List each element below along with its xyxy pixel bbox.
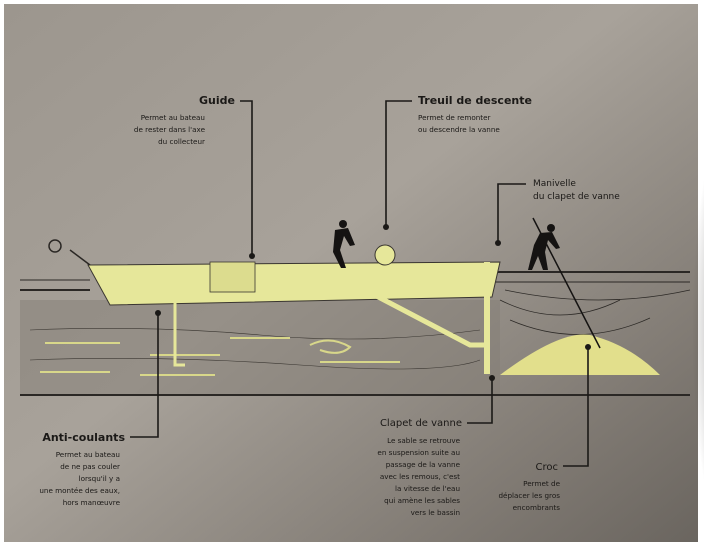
clapet-title: Clapet de vanne xyxy=(380,418,462,429)
label-clapet: Clapet de vanne Le sable se retrouve en … xyxy=(377,418,462,517)
water-flow-arrows xyxy=(40,337,400,376)
guide-desc-1: Permet au bateau xyxy=(141,113,205,122)
anti-coulants-desc-2: de ne pas couler xyxy=(60,462,120,471)
clapet-desc-6: qui amène les sables xyxy=(384,496,460,505)
anti-coulants-desc-1: Permet au bateau xyxy=(56,450,120,459)
croc-leader xyxy=(563,347,589,467)
clapet-desc-5: la vitesse de l'eau xyxy=(395,484,460,493)
riverbed xyxy=(20,271,691,396)
clapet-desc-1: Le sable se retrouve xyxy=(387,436,460,445)
croc-desc-1: Permet de xyxy=(523,479,560,488)
label-croc: Croc Permet de déplacer les gros encombr… xyxy=(498,462,560,512)
treuil-desc-2: ou descendre la vanne xyxy=(418,125,500,134)
treuil-desc-1: Permet de remonter xyxy=(418,113,491,122)
label-anti-coulants: Anti-coulants Permet au bateau de ne pas… xyxy=(39,431,125,507)
label-guide: Guide Permet au bateau de rester dans l'… xyxy=(134,94,235,146)
boat xyxy=(48,239,501,374)
guide-leader xyxy=(240,100,253,256)
anti-coulants-leader xyxy=(130,313,159,438)
label-treuil: Treuil de descente Permet de remonter ou… xyxy=(418,94,532,134)
manivelle-line-2: du clapet de vanne xyxy=(533,192,620,202)
label-manivelle: Manivelle du clapet de vanne xyxy=(533,179,620,202)
anti-coulants-title: Anti-coulants xyxy=(42,431,125,444)
treuil-leader xyxy=(385,100,412,227)
clapet-desc-3: passage de la vanne xyxy=(386,460,461,469)
manivelle-leader xyxy=(497,183,526,243)
manivelle-dot xyxy=(495,240,501,246)
clapet-desc-7: vers le bassin xyxy=(411,508,460,517)
guide-dot xyxy=(249,253,255,259)
croc-desc-2: déplacer les gros xyxy=(498,491,560,500)
shadow xyxy=(644,100,704,548)
anti-coulants-desc-5: hors manœuvre xyxy=(63,498,121,507)
anti-coulants-desc-3: lorsqu'il y a xyxy=(79,474,120,483)
worker-figures xyxy=(333,217,601,349)
clapet-leader xyxy=(467,378,493,424)
guide-desc-2: de rester dans l'axe xyxy=(134,125,206,134)
anti-coulants-dot xyxy=(155,310,161,316)
clapet-desc-2: en suspension suite au xyxy=(377,448,460,457)
treuil-title: Treuil de descente xyxy=(418,94,532,107)
clapet-dot xyxy=(489,375,495,381)
sand-pile xyxy=(500,334,660,375)
croc-title: Croc xyxy=(536,462,559,473)
croc-dot xyxy=(585,344,591,350)
guide-title: Guide xyxy=(199,94,235,107)
treuil-dot xyxy=(383,224,389,230)
manivelle-line-1: Manivelle xyxy=(533,179,576,189)
croc-desc-3: encombrants xyxy=(513,503,561,512)
guide-desc-3: du collecteur xyxy=(158,137,205,146)
clapet-desc-4: avec les remous, c'est xyxy=(380,472,460,481)
anti-coulants-desc-4: une montée des eaux, xyxy=(39,486,120,495)
